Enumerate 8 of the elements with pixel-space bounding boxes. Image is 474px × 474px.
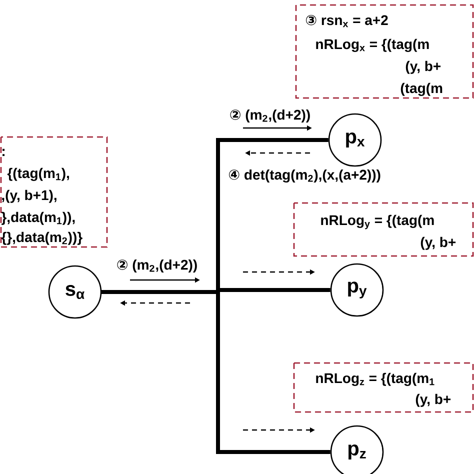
message-label: ② (m$_{2}$,(d+2))	[230, 109, 310, 123]
log-box: nRLog$_{z}$ = {(tag(m$_{1}$ (y, b+	[293, 362, 474, 413]
message-label: ② (m$_{2}$,(d+2))	[117, 259, 197, 273]
log-box: ③ rsn$_{x}$ = a+2 nRLog$_{x}$ = {(tag(m (y, b+ (tag(m	[295, 4, 474, 99]
connection-line	[102, 290, 330, 454]
message-label: ④ det(tag(m$_{2}$),(x,(a+2)))	[229, 169, 380, 183]
log-box: nRLog$_{y}$ = {(tag(m (y, b+	[293, 202, 474, 257]
log-box: : {(tag(m$_{1}$), ,(y, b+1), },data(m$_{1}$)), {},data(m$_{2}$))}	[0, 136, 108, 248]
